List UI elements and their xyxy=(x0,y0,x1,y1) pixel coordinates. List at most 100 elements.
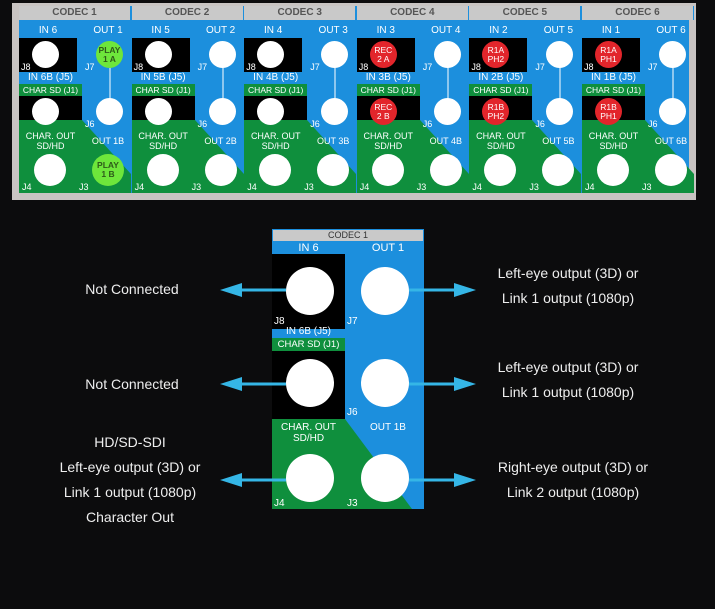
j3-label: J3 xyxy=(79,182,89,192)
j7-connector[interactable] xyxy=(546,41,574,68)
char-out-line1: CHAR. OUT xyxy=(281,422,336,433)
j3-label: J3 xyxy=(416,182,427,192)
codec-module-2: CODEC 2 IN 5 OUT 2 J8 J7 IN 5B (J5) CHAR… xyxy=(131,6,244,193)
j3-connector[interactable] xyxy=(429,154,462,186)
j7-label: J7 xyxy=(197,62,208,72)
j6-connector[interactable] xyxy=(433,98,461,125)
in6-label: IN 6 xyxy=(298,242,319,254)
j4-connector[interactable] xyxy=(259,154,292,186)
j5-connector-line2: PH1 xyxy=(600,110,617,121)
j8-connector[interactable] xyxy=(286,267,334,315)
out-label: OUT 3 xyxy=(318,25,348,36)
codec-title: CODEC 5 xyxy=(469,6,582,20)
j6-label: J6 xyxy=(648,119,658,129)
j6-label: J6 xyxy=(535,119,545,129)
j8-connector-line1: R1A xyxy=(487,44,505,55)
j8-connector[interactable] xyxy=(257,41,285,68)
j4-connector[interactable] xyxy=(597,154,629,186)
j3-label: J3 xyxy=(347,498,358,509)
char-out-line1: CHAR. OUT xyxy=(250,131,301,141)
out-label: OUT 4 xyxy=(431,25,461,36)
j6-connector[interactable] xyxy=(208,98,236,125)
j7-connector[interactable] xyxy=(321,41,349,68)
j5-connector[interactable] xyxy=(257,98,285,125)
j3-connector[interactable] xyxy=(317,154,350,186)
j8-connector-line2: PH2 xyxy=(487,53,505,64)
j8-label: J8 xyxy=(21,62,31,72)
j4-connector[interactable] xyxy=(286,454,334,502)
j7-label: J7 xyxy=(310,62,320,72)
j3-label: J3 xyxy=(191,182,202,192)
inb-label: IN 6B (J5) xyxy=(27,72,73,83)
j8-connector-line1: REC xyxy=(374,44,393,55)
j3-connector[interactable] xyxy=(542,154,575,186)
j3-description: Right-eye output (3D) or Link 2 output (… xyxy=(478,455,668,505)
j8-connector[interactable] xyxy=(32,41,59,68)
j7-connector[interactable] xyxy=(433,41,461,68)
j5-connector[interactable] xyxy=(286,359,334,407)
j4-description: HD/SD-SDI Left-eye output (3D) or Link 1… xyxy=(40,430,220,530)
char-out-line1: CHAR. OUT xyxy=(363,131,414,141)
j8-connector-line2: PH1 xyxy=(600,53,617,64)
char-sd-label: CHAR SD (J1) xyxy=(131,85,195,96)
j7-connector[interactable] xyxy=(208,41,236,68)
j3-connector[interactable] xyxy=(204,154,237,186)
j4-label: J4 xyxy=(472,182,482,192)
j4-connector[interactable] xyxy=(146,154,179,186)
outb-label: OUT 5B xyxy=(542,136,575,146)
j4-label: J4 xyxy=(359,182,370,192)
char-sd-label: CHAR SD (J1) xyxy=(272,339,345,350)
j4-desc-line2: Left-eye output (3D) or xyxy=(59,459,201,475)
j4-connector[interactable] xyxy=(484,154,517,186)
j5-connector[interactable] xyxy=(144,98,172,125)
char-sd-label: CHAR SD (J1) xyxy=(582,85,645,96)
j6-connector[interactable] xyxy=(546,98,574,125)
j5-connector-line1: REC xyxy=(374,101,393,112)
j7-desc-line2: Link 1 output (1080p) xyxy=(501,290,635,306)
char-sd-label: CHAR SD (J1) xyxy=(356,85,420,96)
j6-connector[interactable] xyxy=(321,98,349,125)
in6b-label: IN 6B (J5) xyxy=(285,326,331,337)
j3-connector[interactable] xyxy=(361,454,409,502)
j6-connector[interactable] xyxy=(96,98,123,125)
j3-connector[interactable] xyxy=(655,154,687,186)
j7-connector-line2: 1 A xyxy=(103,53,116,64)
j3-label: J3 xyxy=(529,182,539,192)
j7-connector[interactable] xyxy=(361,267,409,315)
char-out-line1: CHAR. OUT xyxy=(25,131,76,141)
j8-connector[interactable] xyxy=(144,41,172,68)
in-label: IN 4 xyxy=(264,25,283,36)
codec-title: CODEC 3 xyxy=(244,6,357,20)
char-out-line2: SD/HD xyxy=(149,141,178,151)
j6-connector[interactable] xyxy=(659,98,686,125)
j4-connector[interactable] xyxy=(34,154,66,186)
j7-label: J7 xyxy=(85,62,95,72)
codec-title: CODEC 2 xyxy=(131,6,244,20)
char-out-line1: CHAR. OUT xyxy=(476,131,526,141)
j6-connector[interactable] xyxy=(361,359,409,407)
char-out-line2: SD/HD xyxy=(261,141,290,151)
j4-desc-line3: Link 1 output (1080p) xyxy=(63,484,197,500)
j7-label: J7 xyxy=(347,316,358,327)
char-sd-label: CHAR SD (J1) xyxy=(244,85,308,96)
j5-connector[interactable] xyxy=(32,98,59,125)
j4-connector[interactable] xyxy=(371,154,404,186)
outb-label: OUT 2B xyxy=(204,136,237,146)
j3-label: J3 xyxy=(642,182,652,192)
j7-connector[interactable] xyxy=(659,41,686,68)
